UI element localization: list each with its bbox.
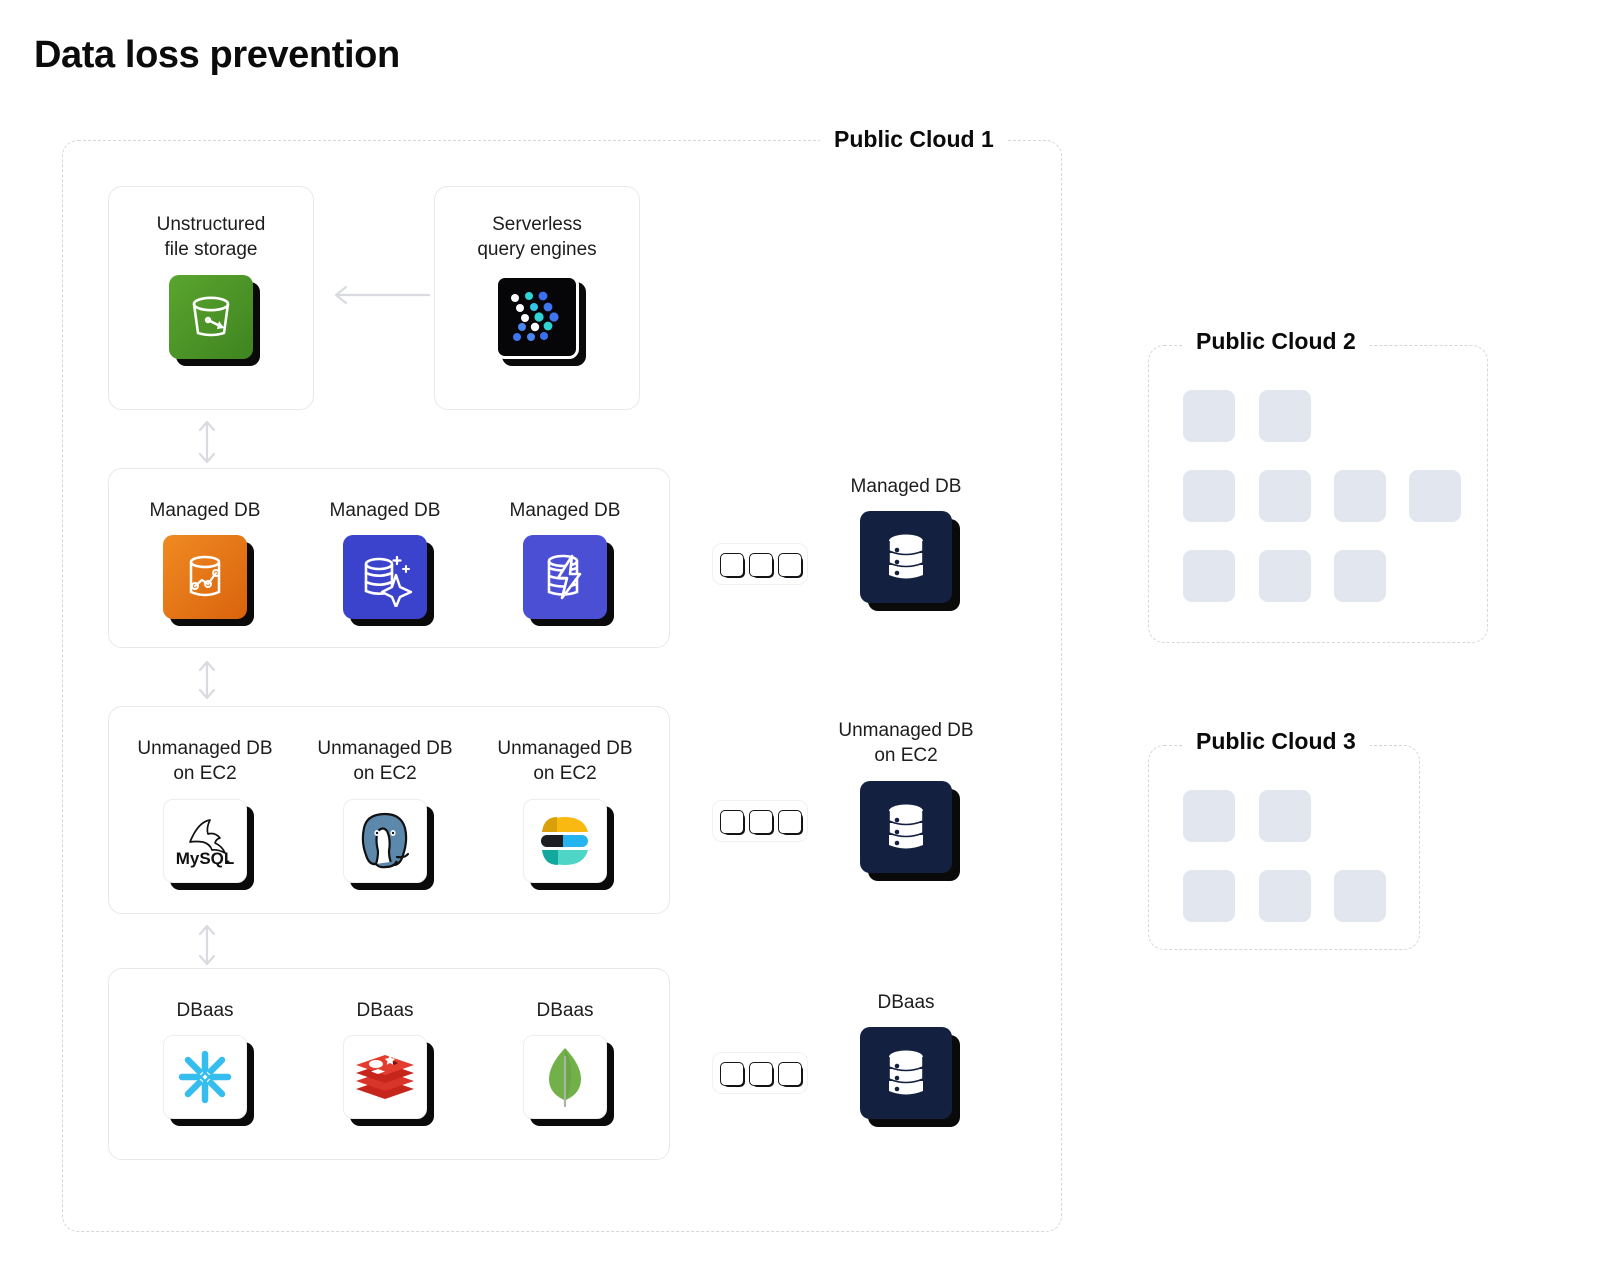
serverless-query-engines-tile[interactable]: Serverless query engines: [462, 212, 612, 366]
managed-db-tile-1[interactable]: Managed DB: [130, 498, 280, 627]
three-squares-icon-unmanaged[interactable]: [712, 800, 808, 842]
public-cloud-3-label: Public Cloud 3: [1182, 730, 1370, 753]
dbaas-tile-3[interactable]: DBaas: [490, 998, 640, 1127]
postgresql-icon: [343, 798, 434, 890]
dbaas-tile-1[interactable]: DBaas: [130, 998, 280, 1127]
unmanaged-to-dbaas-arrow: [196, 922, 218, 968]
mini-square: [720, 1062, 745, 1087]
unmanaged-db-tile-1[interactable]: Unmanaged DB on EC2 MySQL: [130, 736, 280, 890]
managed-db-tile-2[interactable]: Managed DB: [310, 498, 460, 627]
cloud2-placeholder-tile[interactable]: [1183, 550, 1239, 606]
unmanaged-db-label-2: Unmanaged DB on EC2: [317, 738, 453, 785]
public-cloud-2-label: Public Cloud 2: [1182, 330, 1370, 353]
athena-dots-icon: [495, 274, 586, 366]
mini-square: [778, 1062, 803, 1087]
cloud2-placeholder-tile[interactable]: [1259, 550, 1315, 606]
public-cloud-1-label: Public Cloud 1: [820, 128, 1008, 151]
query-to-storage-arrow: [326, 284, 432, 306]
managed-db-badge[interactable]: Managed DB: [816, 474, 996, 612]
cloud2-placeholder-tile[interactable]: [1259, 470, 1315, 526]
managed-db-badge-label: Managed DB: [850, 476, 962, 497]
cloud3-placeholder-tile[interactable]: [1183, 790, 1239, 846]
s3-bucket-icon: [169, 274, 260, 366]
managed-db-label-3: Managed DB: [509, 500, 621, 521]
mini-square: [778, 810, 803, 835]
unmanaged-db-badge-label: Unmanaged DB on EC2: [838, 720, 974, 767]
dbaas-tile-2[interactable]: DBaas: [310, 998, 460, 1127]
unmanaged-db-tile-2[interactable]: Unmanaged DB on EC2: [310, 736, 460, 890]
cloud3-placeholder-tile[interactable]: [1334, 870, 1390, 926]
cloud2-placeholder-tile[interactable]: [1259, 390, 1315, 446]
mini-square: [778, 553, 803, 578]
three-squares-icon-managed[interactable]: [712, 543, 808, 585]
mini-square: [749, 553, 774, 578]
dbaas-label-1: DBaas: [176, 1000, 234, 1021]
unmanaged-db-tile-3[interactable]: Unmanaged DB on EC2: [490, 736, 640, 890]
dbaas-label-2: DBaas: [356, 1000, 414, 1021]
cloud2-placeholder-tile[interactable]: [1183, 390, 1239, 446]
page-title: Data loss prevention: [34, 34, 400, 76]
cloud3-placeholder-tile[interactable]: [1259, 870, 1315, 926]
database-stack-icon: [860, 1027, 960, 1128]
unmanaged-db-badge[interactable]: Unmanaged DB on EC2: [816, 718, 996, 881]
unstructured-file-storage-card[interactable]: [108, 186, 314, 410]
managed-db-tile-3[interactable]: Managed DB: [490, 498, 640, 627]
cloud2-placeholder-tile[interactable]: [1183, 470, 1239, 526]
serverless-query-engines-label: Serverless query engines: [477, 214, 597, 261]
cloud3-placeholder-tile[interactable]: [1259, 790, 1315, 846]
unstructured-file-storage-tile[interactable]: Unstructured file storage: [136, 212, 286, 366]
cloud3-placeholder-tile[interactable]: [1183, 870, 1239, 926]
unmanaged-db-label-3: Unmanaged DB on EC2: [497, 738, 633, 785]
mini-square: [749, 1062, 774, 1087]
database-stack-icon: [860, 511, 960, 612]
mini-square: [720, 810, 745, 835]
unstructured-file-storage-label: Unstructured file storage: [156, 214, 266, 261]
public-cloud-1-container: [62, 140, 1062, 1232]
elasticsearch-icon: [523, 798, 614, 890]
snowflake-icon: [163, 1035, 254, 1127]
managed-db-label-1: Managed DB: [149, 500, 261, 521]
database-sparkle-icon: [343, 535, 434, 627]
dynamodb-bolt-icon: [523, 535, 614, 627]
mini-square: [720, 553, 745, 578]
svg-text:MySQL: MySQL: [176, 849, 235, 868]
storage-to-managed-arrow: [196, 418, 218, 466]
mini-square: [749, 810, 774, 835]
cloud2-placeholder-tile[interactable]: [1334, 470, 1390, 526]
mysql-icon: MySQL: [163, 798, 254, 890]
redis-icon: [343, 1035, 434, 1127]
three-squares-icon-dbaas[interactable]: [712, 1052, 808, 1094]
cloud2-placeholder-tile[interactable]: [1334, 550, 1390, 606]
timestream-icon: [163, 535, 254, 627]
managed-db-label-2: Managed DB: [329, 500, 441, 521]
dbaas-badge-label: DBaas: [877, 992, 935, 1013]
database-stack-icon: [860, 780, 960, 881]
mongodb-icon: [523, 1035, 614, 1127]
unmanaged-db-label-1: Unmanaged DB on EC2: [137, 738, 273, 785]
dbaas-badge[interactable]: DBaas: [816, 990, 996, 1128]
cloud2-placeholder-tile[interactable]: [1409, 470, 1465, 526]
dbaas-label-3: DBaas: [536, 1000, 594, 1021]
managed-to-unmanaged-arrow: [196, 658, 218, 702]
